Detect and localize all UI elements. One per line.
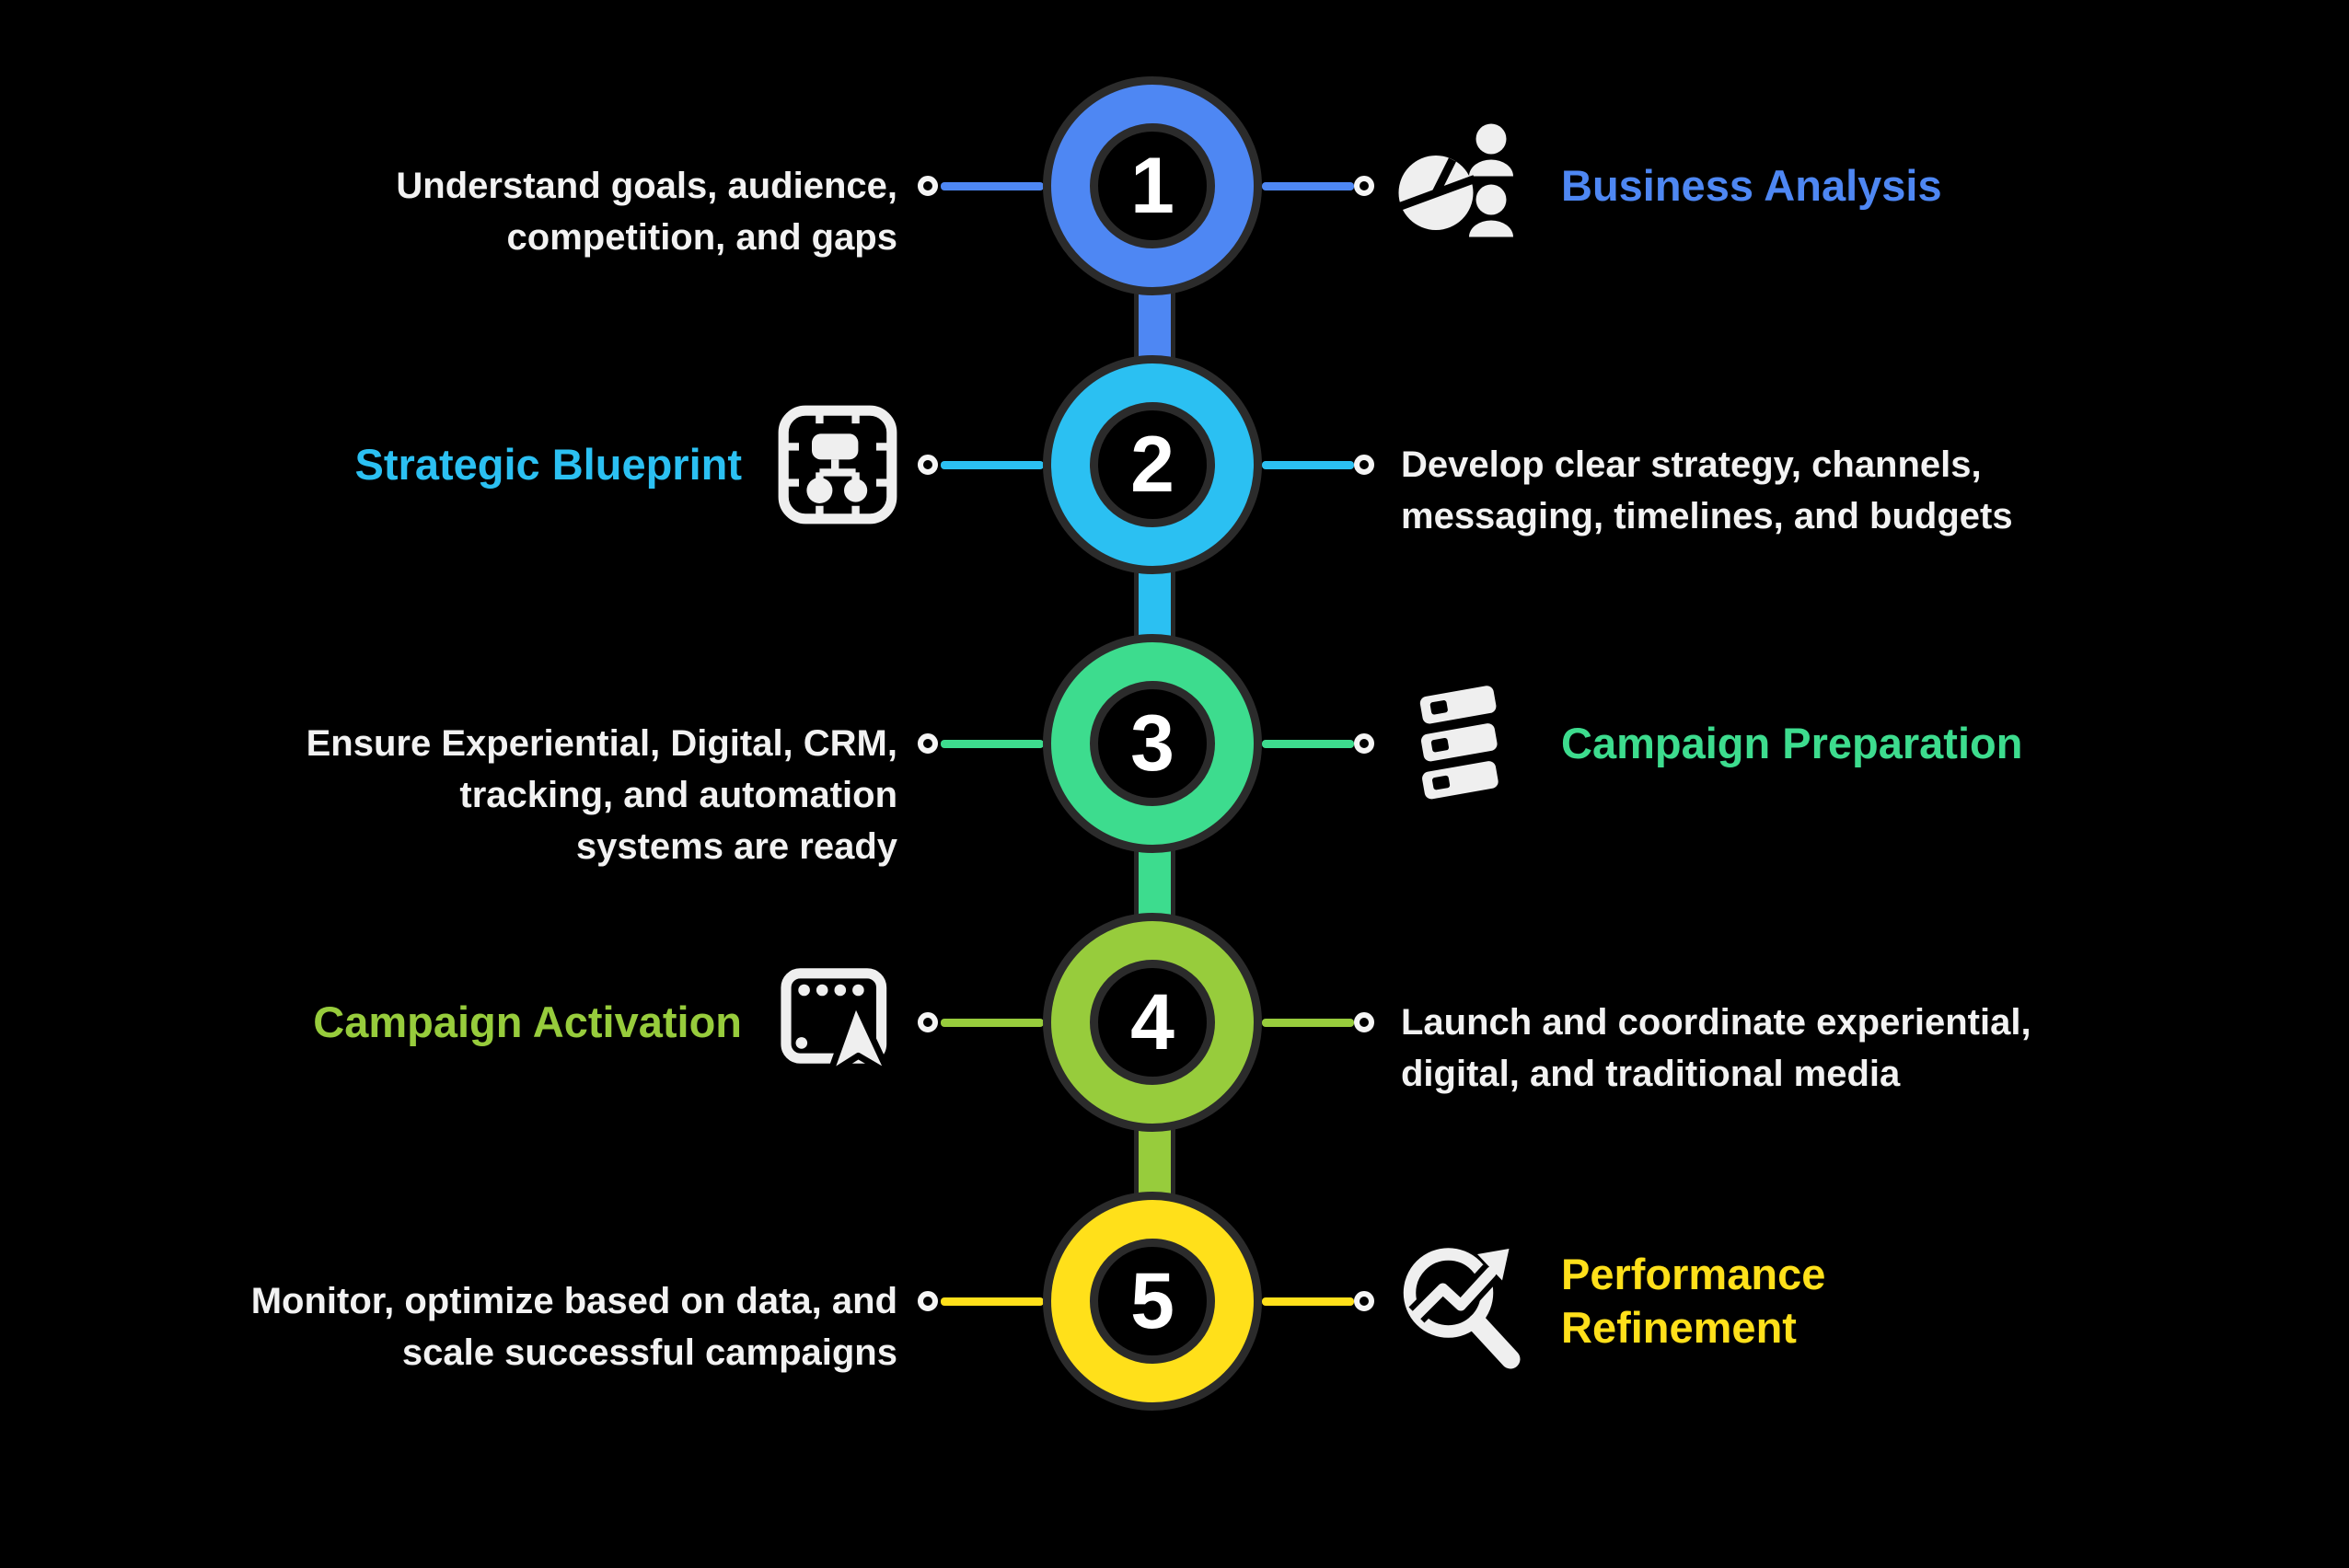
step-circle-4: 4 xyxy=(1043,913,1262,1132)
step-number: 1 xyxy=(1130,142,1174,230)
leader-line-right xyxy=(1262,182,1354,190)
leader-line-left xyxy=(941,1019,1044,1027)
step-title-group: Strategic Blueprint xyxy=(355,400,902,529)
step-circle-hole: 5 xyxy=(1090,1239,1215,1364)
step-description: Develop clear strategy, channels, messag… xyxy=(1401,444,2013,536)
step-title: Business Analysis xyxy=(1561,161,1942,210)
campaign-preparation-icon xyxy=(1419,686,1498,800)
campaign-activation-icon xyxy=(781,968,893,1078)
leader-line-left xyxy=(941,461,1044,469)
leader-line-left xyxy=(941,1297,1044,1306)
step-description: Monitor, optimize based on data, and sca… xyxy=(250,1281,897,1373)
step-circle-hole: 1 xyxy=(1090,123,1215,248)
step-title: Campaign Preparation xyxy=(1561,719,2023,767)
leader-dot-left xyxy=(918,176,938,196)
leader-dot-left xyxy=(918,1012,938,1032)
step-circle-hole: 3 xyxy=(1090,681,1215,806)
leader-dot-right xyxy=(1354,1291,1374,1311)
step-circle-hole: 2 xyxy=(1090,402,1215,527)
step-circle-2: 2 xyxy=(1043,355,1262,574)
leader-dot-left xyxy=(918,1291,938,1311)
step-number: 5 xyxy=(1130,1257,1174,1345)
strategic-blueprint-icon xyxy=(778,405,897,525)
performance-refinement-icon xyxy=(1403,1248,1521,1369)
leader-line-left xyxy=(941,182,1044,190)
step-title: Campaign Activation xyxy=(313,997,742,1046)
leader-dot-right xyxy=(1354,455,1374,475)
step-title-group: Performance Refinement xyxy=(1392,1232,1825,1370)
step-title-group: Business Analysis xyxy=(1392,117,1942,255)
step-number: 2 xyxy=(1130,421,1174,509)
leader-dot-right xyxy=(1354,1012,1374,1032)
leader-dot-left xyxy=(918,455,938,475)
business-analysis-icon xyxy=(1394,123,1513,237)
step-description: Launch and coordinate experiential, digi… xyxy=(1401,1002,2031,1094)
leader-dot-right xyxy=(1354,176,1374,196)
step-number: 3 xyxy=(1130,699,1174,788)
leader-dot-left xyxy=(918,733,938,754)
step-circle-5: 5 xyxy=(1043,1192,1262,1411)
step-title: Performance Refinement xyxy=(1561,1250,1826,1352)
step-circle-hole: 4 xyxy=(1090,960,1215,1085)
step-circle-1: 1 xyxy=(1043,76,1262,295)
step-description: Ensure Experiential, Digital, CRM, track… xyxy=(306,723,897,867)
step-circle-3: 3 xyxy=(1043,634,1262,853)
step-title-group: Campaign Activation xyxy=(313,958,902,1087)
leader-line-right xyxy=(1262,740,1354,748)
step-number: 4 xyxy=(1130,978,1174,1066)
step-title: Strategic Blueprint xyxy=(354,440,742,489)
leader-line-right xyxy=(1262,1019,1354,1027)
step-title-group: Campaign Preparation xyxy=(1392,674,2022,813)
step-description: Understand goals, audience, competition,… xyxy=(396,166,897,258)
leader-dot-right xyxy=(1354,733,1374,754)
leader-line-left xyxy=(941,740,1044,748)
leader-line-right xyxy=(1262,461,1354,469)
leader-line-right xyxy=(1262,1297,1354,1306)
